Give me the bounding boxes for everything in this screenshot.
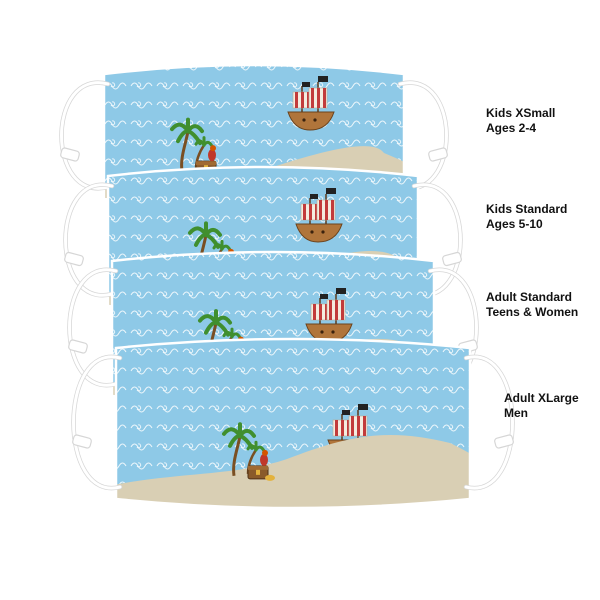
size-ages: Ages 5-10 [486,217,543,231]
size-name: Adult XLarge [504,391,579,405]
size-label-kids-standard: Kids Standard Ages 5-10 [486,202,567,232]
size-ages: Ages 2-4 [486,121,537,135]
size-label-adult-xlarge: Adult XLarge Men [504,391,579,421]
mask-adult-xlarge [114,337,472,510]
size-label-kids-xsmall: Kids XSmall Ages 2-4 [486,106,555,136]
size-name: Kids XSmall [486,106,556,120]
size-ages: Men [504,406,528,420]
size-label-adult-standard: Adult Standard Teens & Women [486,290,578,320]
size-ages: Teens & Women [486,305,579,319]
size-name: Kids Standard [486,202,568,216]
size-name: Adult Standard [486,290,572,304]
